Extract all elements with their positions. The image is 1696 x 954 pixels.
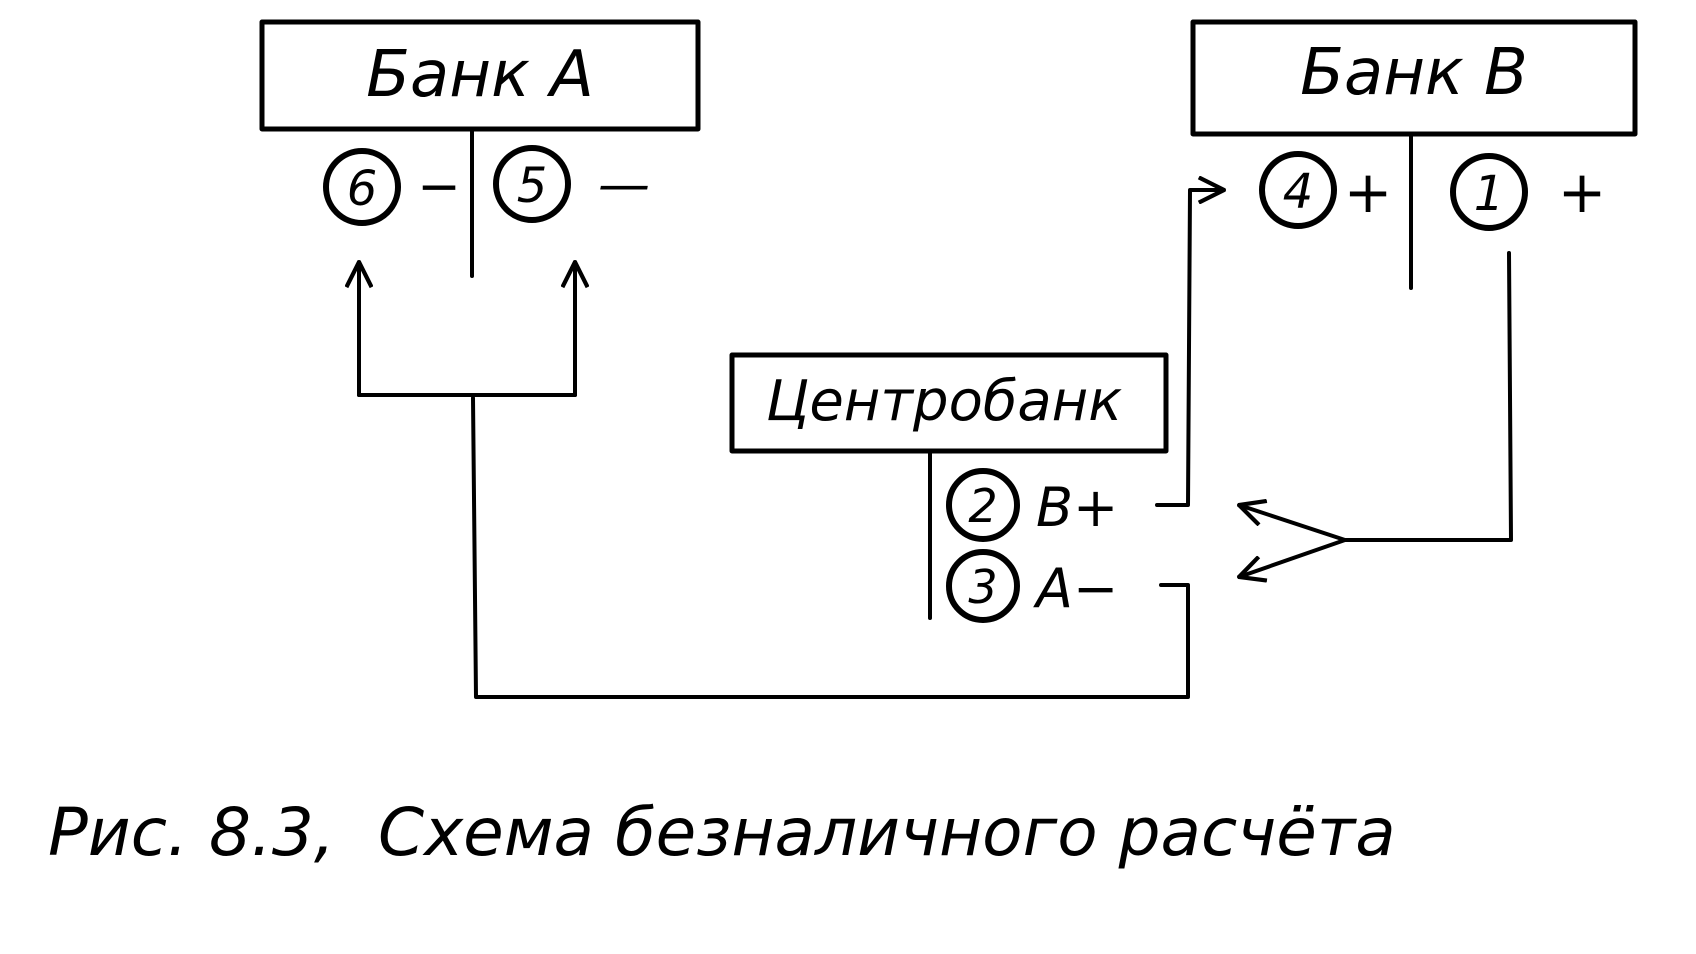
step-circle [493,145,571,223]
step-6-marker: 6 − [323,148,461,226]
arrow-to-step-2 [1239,505,1347,542]
step-number: 4 [1283,164,1314,220]
step-sign: + [1344,158,1393,226]
step-label: В+ [1036,476,1118,539]
bank-b-label: Банк В [1300,36,1528,110]
flow-line-bank-b-to-central [1343,251,1513,542]
bank-a-label: Банк А [366,38,594,112]
step-circle [946,549,1020,623]
step-label: А− [1033,557,1118,620]
flow-line-central-to-bank-a [471,396,1190,699]
step-number: 2 [968,479,997,533]
central-bank-box: Центробанк [729,352,1169,454]
step-number: 6 [347,161,378,217]
bank-a-box: Банк А [259,19,701,132]
step-5-marker: 5 — [493,145,650,223]
step-sign: — [598,155,650,215]
bank-b-box: Банк В [1190,19,1638,137]
figure-number: Рис. 8.3, [48,794,335,871]
step-sign: − [417,157,461,217]
step-circle [323,148,401,226]
figure-title: Схема безналичного расчёта [378,794,1396,871]
step-number: 1 [1474,166,1505,222]
step-3-marker: 3 А− [946,549,1118,623]
flow-line-central-to-bank-b [1155,190,1226,507]
step-2-marker: 2 В+ [946,468,1118,542]
step-circle [1259,151,1337,229]
step-number: 5 [517,158,548,214]
central-bank-label: Центробанк [766,369,1122,434]
step-circle [1450,153,1528,231]
step-4-marker: 4 + [1259,151,1393,229]
step-sign: + [1558,158,1607,226]
step-1-marker: 1 + [1450,153,1607,231]
arrow-to-step-3 [1239,538,1347,577]
step-number: 3 [968,560,997,614]
step-circle [946,468,1020,542]
